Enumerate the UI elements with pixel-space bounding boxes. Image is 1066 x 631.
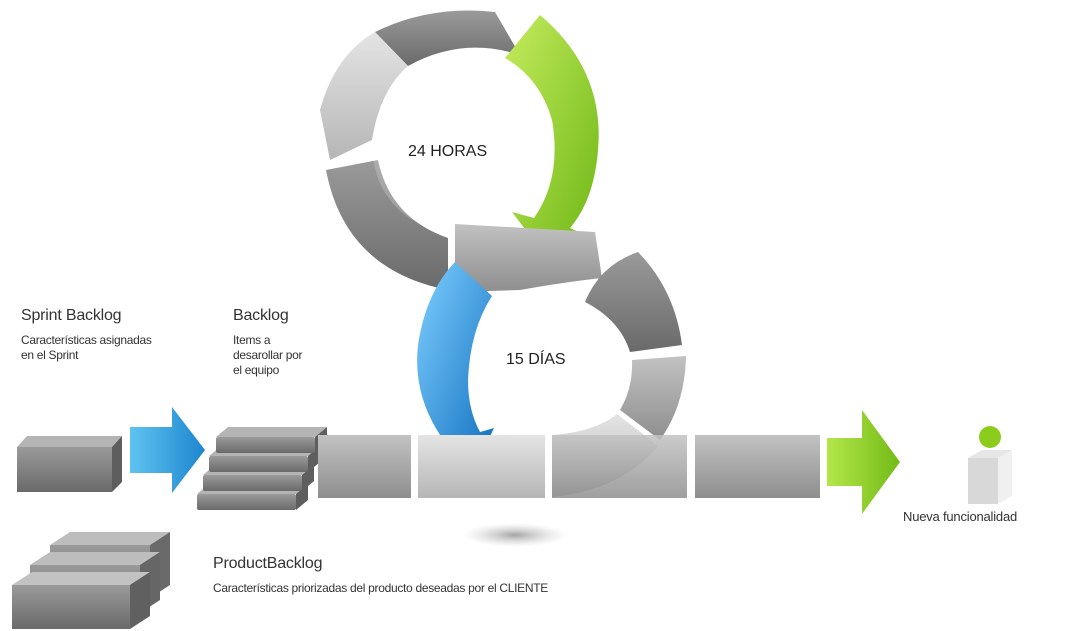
pipeline-block-2 [418, 435, 545, 498]
green-flow-arrow [827, 410, 900, 514]
pipeline-block-1 [318, 435, 411, 498]
daily-cycle-label: 24 HORAS [408, 143, 488, 160]
daily-cycle-ring [320, 10, 599, 290]
sprint-ring-blue-arrow [417, 262, 494, 462]
daily-ring-lower-left-segment [326, 160, 448, 290]
product-backlog-title: ProductBacklog [213, 555, 323, 572]
pipeline-block-4 [695, 435, 820, 498]
backlog-stack [197, 427, 327, 510]
product-backlog-stack [12, 532, 170, 629]
blue-flow-arrow [130, 407, 205, 493]
pipeline-block-3 [552, 435, 687, 498]
sprint-backlog-desc-line2: en el Sprint [21, 348, 79, 362]
sprint-ring-right-top-segment [585, 252, 682, 352]
ring-connector-block [455, 224, 602, 292]
sprint-backlog-desc-line1: Características asignadas [21, 333, 152, 347]
backlog-desc-line1: Items a [233, 333, 271, 347]
pipeline [17, 407, 1012, 514]
sprint-cycle-ring [417, 252, 686, 497]
sprint-backlog-title: Sprint Backlog [21, 307, 122, 324]
product-backlog-desc: Características priorizadas del producto… [213, 581, 548, 595]
daily-ring-left-segment [320, 32, 408, 160]
sprint-backlog-block [17, 436, 122, 492]
sprint-ring-right-mid-segment [620, 356, 686, 440]
backlog-desc-line3: el equipo [233, 363, 280, 377]
new-feature-label: Nueva funcionalidad [903, 509, 1018, 524]
new-feature-figure [968, 426, 1012, 504]
daily-ring-green-arrow [505, 15, 599, 258]
daily-ring-top-segment [375, 10, 520, 67]
backlog-desc-line2: desarollar por [233, 348, 303, 362]
sprint-cycle-label: 15 DÍAS [506, 351, 566, 368]
backlog-title: Backlog [233, 307, 289, 324]
platform-shadow [463, 523, 567, 547]
